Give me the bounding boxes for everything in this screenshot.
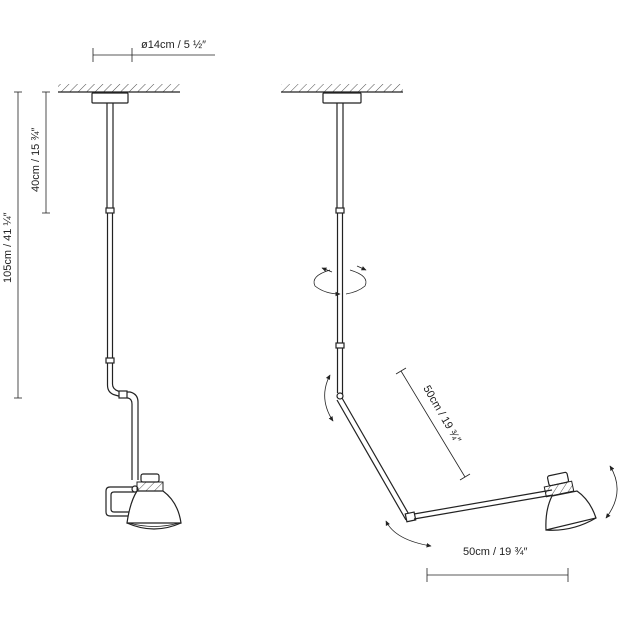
total-height-label: 105cm / 41 ¼″ (2, 212, 14, 283)
diameter-label: ø14cm / 5 ½″ (141, 39, 206, 51)
side-view: 50cm / 19 ¾″ 50cm / 19 ¾″ (281, 84, 618, 582)
drop-upper-dimension: 40cm / 15 ¾″ (30, 91, 50, 214)
drop-upper-label: 40cm / 15 ¾″ (30, 127, 42, 192)
rotate-around-axis-icon (313, 265, 367, 297)
arm-lower-label: 50cm / 19 ¾″ (463, 546, 528, 558)
tilt-arrow-icon (605, 465, 618, 519)
ceiling-right (281, 84, 403, 93)
front-view: ø14cm / 5 ½″ (2, 39, 215, 530)
canopy-left (91, 92, 129, 104)
shade-left (126, 473, 182, 530)
diameter-dimension: ø14cm / 5 ½″ (92, 39, 215, 62)
tilt-arrow-icon (324, 374, 334, 422)
tilt-arrow-icon (385, 520, 432, 548)
arm-lower-dimension: 50cm / 19 ¾″ (426, 546, 569, 582)
arm-upper-dimension: 50cm / 19 ¾″ (395, 367, 471, 481)
canopy-right (322, 92, 362, 104)
ceiling-left (58, 84, 180, 93)
shade-right (543, 471, 597, 531)
total-height-dimension: 105cm / 41 ¼″ (2, 91, 22, 399)
